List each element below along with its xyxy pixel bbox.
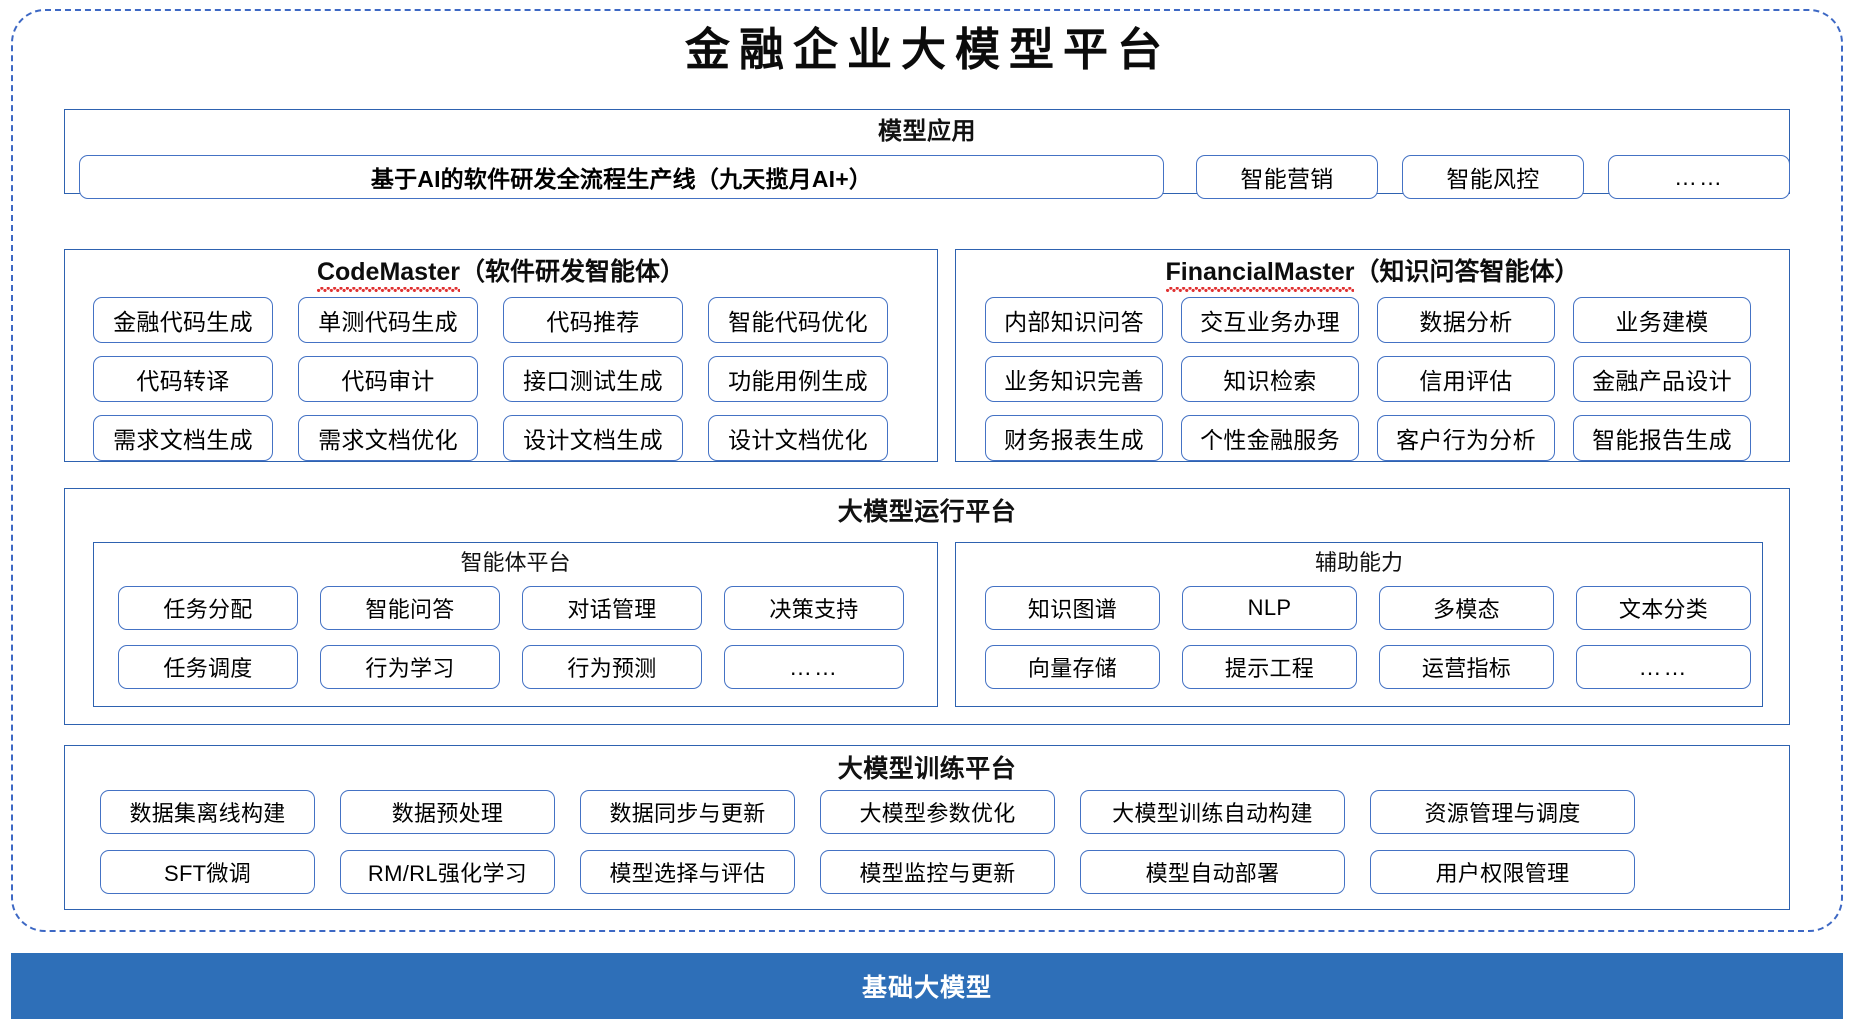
chip-fm-6[interactable]: 信用评估 <box>1377 356 1555 402</box>
financial-master-suffix: （知识问答智能体） <box>1354 258 1580 286</box>
panel-title-model-application: 模型应用 <box>878 118 976 145</box>
chip-fm-4[interactable]: 业务知识完善 <box>985 356 1163 402</box>
chip-smart-marketing[interactable]: 智能营销 <box>1196 155 1378 199</box>
chip-cm-9[interactable]: 需求文档优化 <box>298 415 478 461</box>
panel-title-code-master: CodeMaster（软件研发智能体） <box>65 256 937 292</box>
chip-cm-4[interactable]: 代码转译 <box>93 356 273 402</box>
chip-cm-7[interactable]: 功能用例生成 <box>708 356 888 402</box>
chip-tp-0[interactable]: 数据集离线构建 <box>100 790 315 834</box>
chip-ap-4[interactable]: 任务调度 <box>118 645 298 689</box>
chip-ap-3[interactable]: 决策支持 <box>724 586 904 630</box>
chip-tp-6[interactable]: SFT微调 <box>100 850 315 894</box>
subpanel-title-assist-capability: 辅助能力 <box>1314 550 1403 575</box>
chip-tp-5[interactable]: 资源管理与调度 <box>1370 790 1635 834</box>
page-title: 金融企业大模型平台 <box>684 25 1171 75</box>
chip-ac-1[interactable]: NLP <box>1182 586 1357 630</box>
chip-tp-4[interactable]: 大模型训练自动构建 <box>1080 790 1345 834</box>
code-master-name: CodeMaster <box>316 258 461 292</box>
base-model-bar: 基础大模型 <box>11 953 1843 1019</box>
panel-title-runtime-platform: 大模型运行平台 <box>837 498 1017 526</box>
chip-fm-5[interactable]: 知识检索 <box>1181 356 1359 402</box>
panel-title-training-platform: 大模型训练平台 <box>837 755 1017 783</box>
chip-ac-4[interactable]: 向量存储 <box>985 645 1160 689</box>
chip-tp-10[interactable]: 模型自动部署 <box>1080 850 1345 894</box>
chip-tp-7[interactable]: RM/RL强化学习 <box>340 850 555 894</box>
chip-tp-1[interactable]: 数据预处理 <box>340 790 555 834</box>
chip-ap-1[interactable]: 智能问答 <box>320 586 500 630</box>
chip-ac-2[interactable]: 多模态 <box>1379 586 1554 630</box>
chip-ac-0[interactable]: 知识图谱 <box>985 586 1160 630</box>
chip-fm-0[interactable]: 内部知识问答 <box>985 297 1163 343</box>
chip-cm-11[interactable]: 设计文档优化 <box>708 415 888 461</box>
chip-tp-11[interactable]: 用户权限管理 <box>1370 850 1635 894</box>
chip-fm-10[interactable]: 客户行为分析 <box>1377 415 1555 461</box>
chip-cm-10[interactable]: 设计文档生成 <box>503 415 683 461</box>
chip-ac-3[interactable]: 文本分类 <box>1576 586 1751 630</box>
chip-fm-1[interactable]: 交互业务办理 <box>1181 297 1359 343</box>
chip-cm-8[interactable]: 需求文档生成 <box>93 415 273 461</box>
chip-cm-5[interactable]: 代码审计 <box>298 356 478 402</box>
chip-ac-7[interactable]: …… <box>1576 645 1751 689</box>
chip-ap-7[interactable]: …… <box>724 645 904 689</box>
chip-ac-6[interactable]: 运营指标 <box>1379 645 1554 689</box>
chip-ap-0[interactable]: 任务分配 <box>118 586 298 630</box>
subpanel-title-agent-platform: 智能体平台 <box>460 550 571 575</box>
base-model-label: 基础大模型 <box>861 974 992 1002</box>
chip-ap-5[interactable]: 行为学习 <box>320 645 500 689</box>
chip-tp-2[interactable]: 数据同步与更新 <box>580 790 795 834</box>
chip-ap-6[interactable]: 行为预测 <box>522 645 702 689</box>
chip-tp-3[interactable]: 大模型参数优化 <box>820 790 1055 834</box>
panel-title-financial-master: FinancialMaster（知识问答智能体） <box>956 256 1789 292</box>
chip-fm-7[interactable]: 金融产品设计 <box>1573 356 1751 402</box>
chip-fm-9[interactable]: 个性金融服务 <box>1181 415 1359 461</box>
chip-ai-sdlc-pipeline[interactable]: 基于AI的软件研发全流程生产线（九天揽月AI+） <box>79 155 1164 199</box>
financial-master-name: FinancialMaster <box>1165 258 1355 292</box>
chip-cm-6[interactable]: 接口测试生成 <box>503 356 683 402</box>
chip-fm-3[interactable]: 业务建模 <box>1573 297 1751 343</box>
code-master-suffix: （软件研发智能体） <box>460 258 686 286</box>
chip-tp-9[interactable]: 模型监控与更新 <box>820 850 1055 894</box>
chip-model-application-more[interactable]: …… <box>1608 155 1790 199</box>
chip-tp-8[interactable]: 模型选择与评估 <box>580 850 795 894</box>
chip-smart-risk-control[interactable]: 智能风控 <box>1402 155 1584 199</box>
chip-fm-8[interactable]: 财务报表生成 <box>985 415 1163 461</box>
chip-cm-1[interactable]: 单测代码生成 <box>298 297 478 343</box>
chip-cm-3[interactable]: 智能代码优化 <box>708 297 888 343</box>
chip-cm-2[interactable]: 代码推荐 <box>503 297 683 343</box>
outer-dashed-frame <box>11 9 1843 932</box>
chip-fm-11[interactable]: 智能报告生成 <box>1573 415 1751 461</box>
chip-ap-2[interactable]: 对话管理 <box>522 586 702 630</box>
chip-cm-0[interactable]: 金融代码生成 <box>93 297 273 343</box>
chip-ac-5[interactable]: 提示工程 <box>1182 645 1357 689</box>
chip-fm-2[interactable]: 数据分析 <box>1377 297 1555 343</box>
